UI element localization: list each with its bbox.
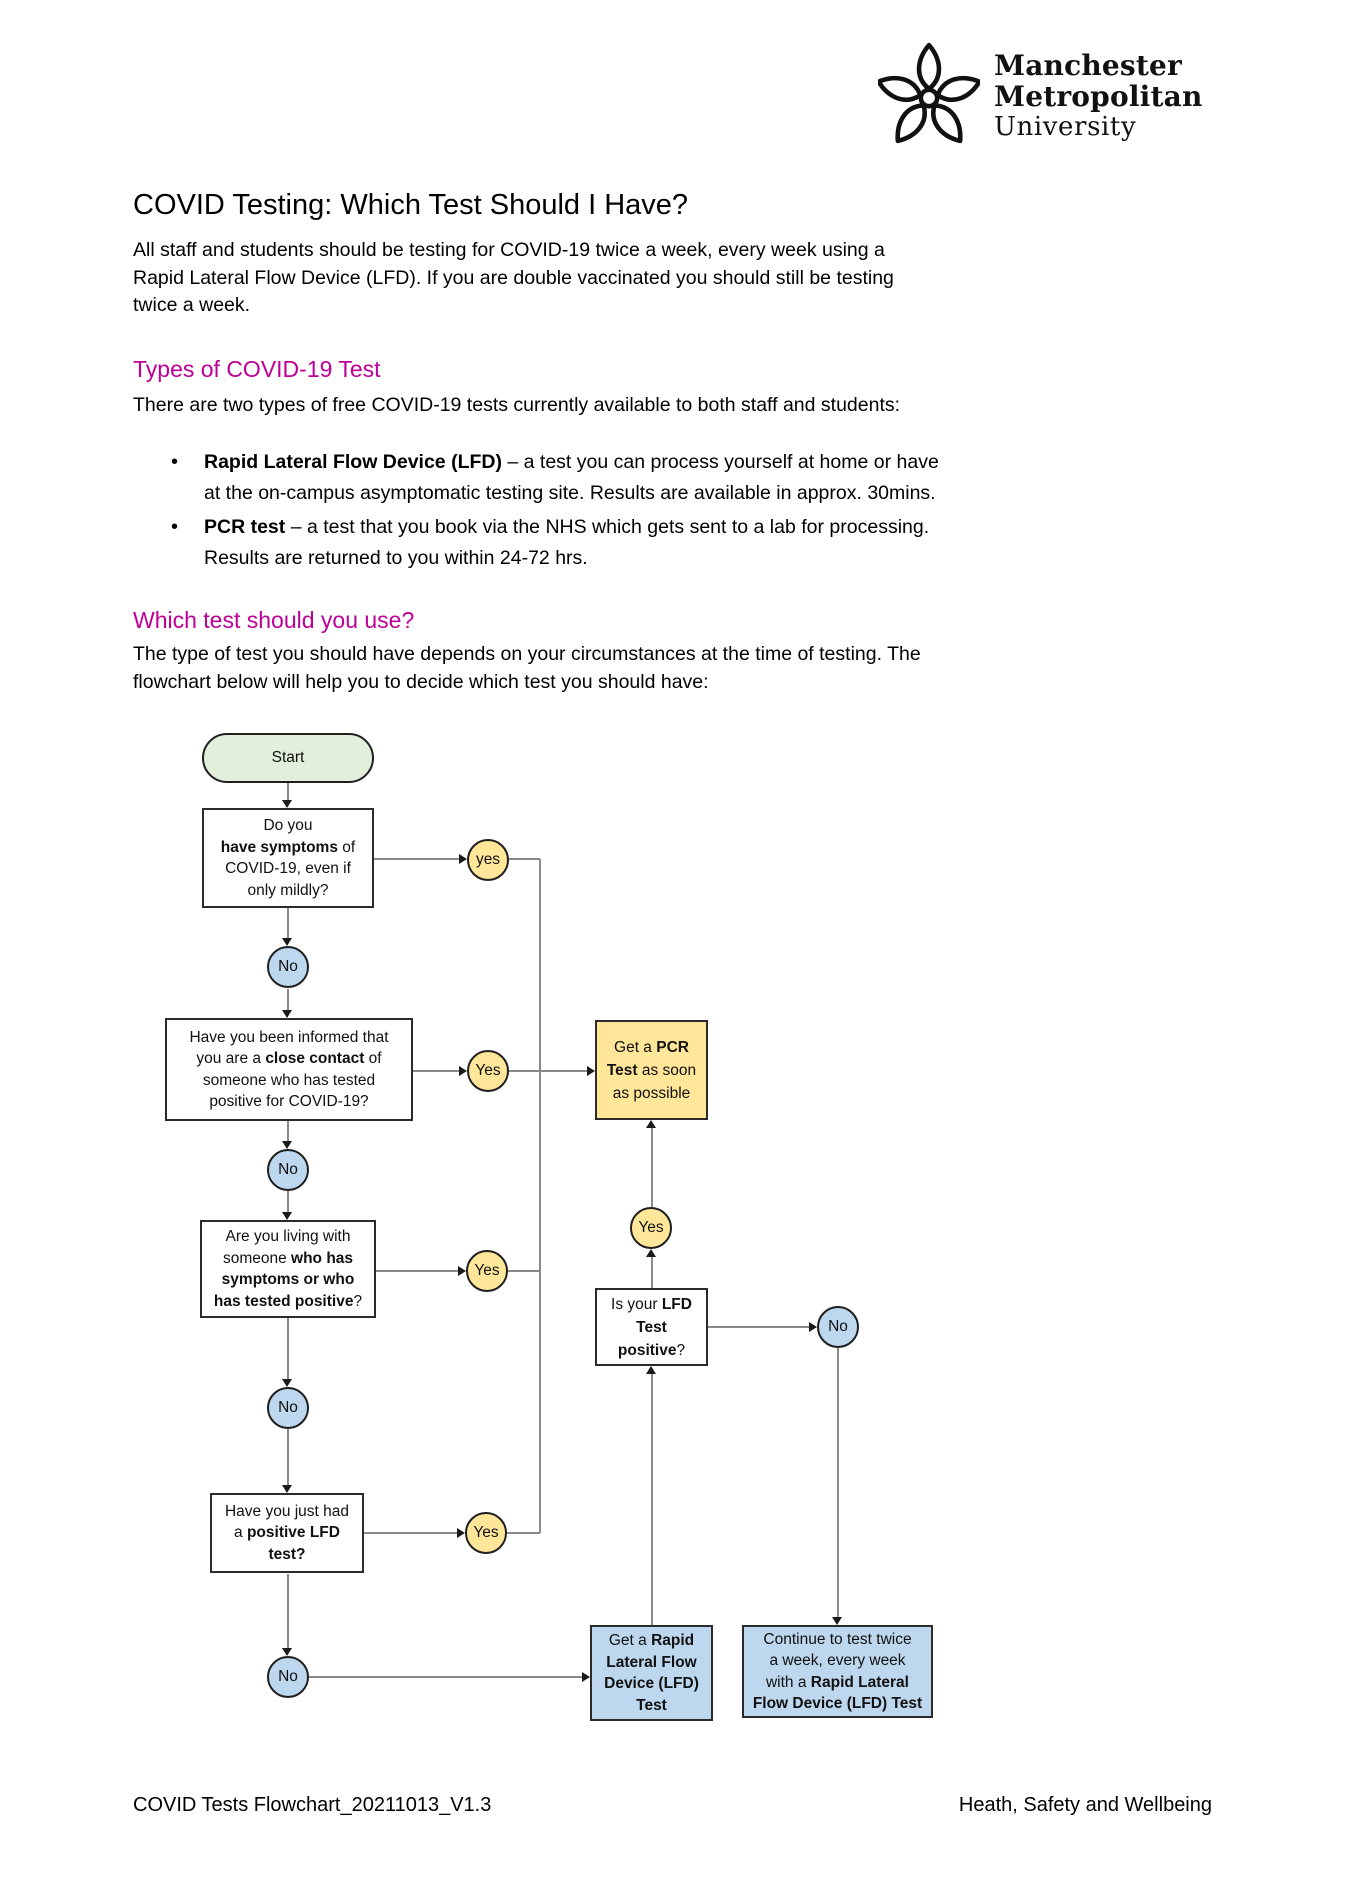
logo-line-3: University bbox=[994, 112, 1137, 142]
connector-q4-yes bbox=[364, 1532, 457, 1534]
connector-yes4-trunk bbox=[507, 1532, 540, 1534]
flow-no-circle-5: No bbox=[817, 1306, 859, 1348]
arrowhead bbox=[587, 1066, 595, 1076]
university-rose-icon bbox=[876, 42, 982, 155]
list-item-lfd: Rapid Lateral Flow Device (LFD) – a test… bbox=[165, 447, 1215, 509]
arrowhead bbox=[809, 1322, 817, 1332]
connector-no4-getlfd bbox=[309, 1676, 582, 1678]
connector-q4-no bbox=[287, 1574, 289, 1648]
list-item-pcr: PCR test – a test that you book via the … bbox=[165, 512, 1215, 574]
connector-lfdq-yes5 bbox=[651, 1257, 653, 1288]
arrowhead bbox=[646, 1120, 656, 1128]
arrowhead bbox=[282, 1141, 292, 1149]
flow-yes-circle-3: Yes bbox=[466, 1250, 508, 1292]
flow-yes-circle-4: Yes bbox=[465, 1512, 507, 1554]
types-lead-paragraph: There are two types of free COVID-19 tes… bbox=[133, 394, 901, 416]
flow-no-circle-3: No bbox=[267, 1387, 309, 1429]
arrowhead bbox=[282, 938, 292, 946]
connector-yes-trunk bbox=[539, 859, 541, 1533]
arrowhead bbox=[282, 800, 292, 808]
arrowhead bbox=[282, 1010, 292, 1018]
connector-no2-q3 bbox=[287, 1191, 289, 1212]
flow-no-circle-1: No bbox=[267, 946, 309, 988]
heading-types-of-test: Types of COVID-19 Test bbox=[133, 356, 381, 382]
connector-getlfd-lfdq bbox=[651, 1374, 653, 1625]
connector-yes1-trunk bbox=[509, 858, 540, 860]
intro-paragraph: All staff and students should be testing… bbox=[133, 239, 894, 316]
arrowhead bbox=[832, 1617, 842, 1625]
flow-start-node: Start bbox=[202, 733, 374, 783]
connector-q2-yes bbox=[413, 1070, 459, 1072]
flow-no-circle-4: No bbox=[267, 1656, 309, 1698]
heading-which-test: Which test should you use? bbox=[133, 607, 415, 633]
arrowhead bbox=[646, 1249, 656, 1257]
arrowhead bbox=[282, 1212, 292, 1220]
logo-line-2: Metropolitan bbox=[994, 80, 1203, 113]
arrowhead bbox=[458, 1266, 466, 1276]
connector-q3-yes bbox=[376, 1270, 458, 1272]
arrowhead bbox=[282, 1648, 292, 1656]
connector-no5-continue bbox=[837, 1348, 839, 1617]
arrowhead bbox=[282, 1485, 292, 1493]
test-types-list: Rapid Lateral Flow Device (LFD) – a test… bbox=[165, 447, 1215, 577]
flow-yes-circle-1: yes bbox=[467, 839, 509, 881]
list-item-lfd-text: Rapid Lateral Flow Device (LFD) – a test… bbox=[204, 451, 939, 504]
arrowhead bbox=[459, 854, 467, 864]
university-logo: Manchester Metropolitan University bbox=[876, 42, 1203, 155]
connector-no3-q4 bbox=[287, 1429, 289, 1485]
connector-yes5-pcr bbox=[651, 1128, 653, 1207]
arrowhead bbox=[582, 1672, 590, 1682]
connector-lfdq-no5 bbox=[708, 1326, 809, 1328]
logo-line-1: Manchester bbox=[994, 49, 1182, 82]
connector-no1-q2 bbox=[287, 989, 289, 1010]
connector-q1-yes bbox=[374, 858, 459, 860]
connector-start-q1 bbox=[287, 783, 289, 801]
flow-no-circle-2: No bbox=[267, 1149, 309, 1191]
connector-yes2-pcr bbox=[509, 1070, 587, 1072]
connector-q2-no bbox=[287, 1121, 289, 1141]
arrowhead bbox=[282, 1379, 292, 1387]
which-lead-paragraph: The type of test you should have depends… bbox=[133, 643, 921, 693]
connector-yes3-trunk bbox=[508, 1270, 540, 1272]
arrowhead bbox=[457, 1528, 465, 1538]
connector-q3-no bbox=[287, 1318, 289, 1379]
arrowhead bbox=[646, 1366, 656, 1374]
arrowhead bbox=[459, 1066, 467, 1076]
footer-document-version: COVID Tests Flowchart_20211013_V1.3 bbox=[133, 1794, 492, 1816]
university-logo-text: Manchester Metropolitan University bbox=[994, 42, 1203, 143]
flow-yes-circle-2: Yes bbox=[467, 1050, 509, 1092]
footer-department: Heath, Safety and Wellbeing bbox=[958, 1794, 1212, 1816]
connector-q1-no bbox=[287, 908, 289, 938]
flow-yes-circle-5: Yes bbox=[630, 1207, 672, 1249]
list-item-pcr-text: PCR test – a test that you book via the … bbox=[204, 516, 930, 569]
page-title: COVID Testing: Which Test Should I Have? bbox=[133, 189, 689, 221]
